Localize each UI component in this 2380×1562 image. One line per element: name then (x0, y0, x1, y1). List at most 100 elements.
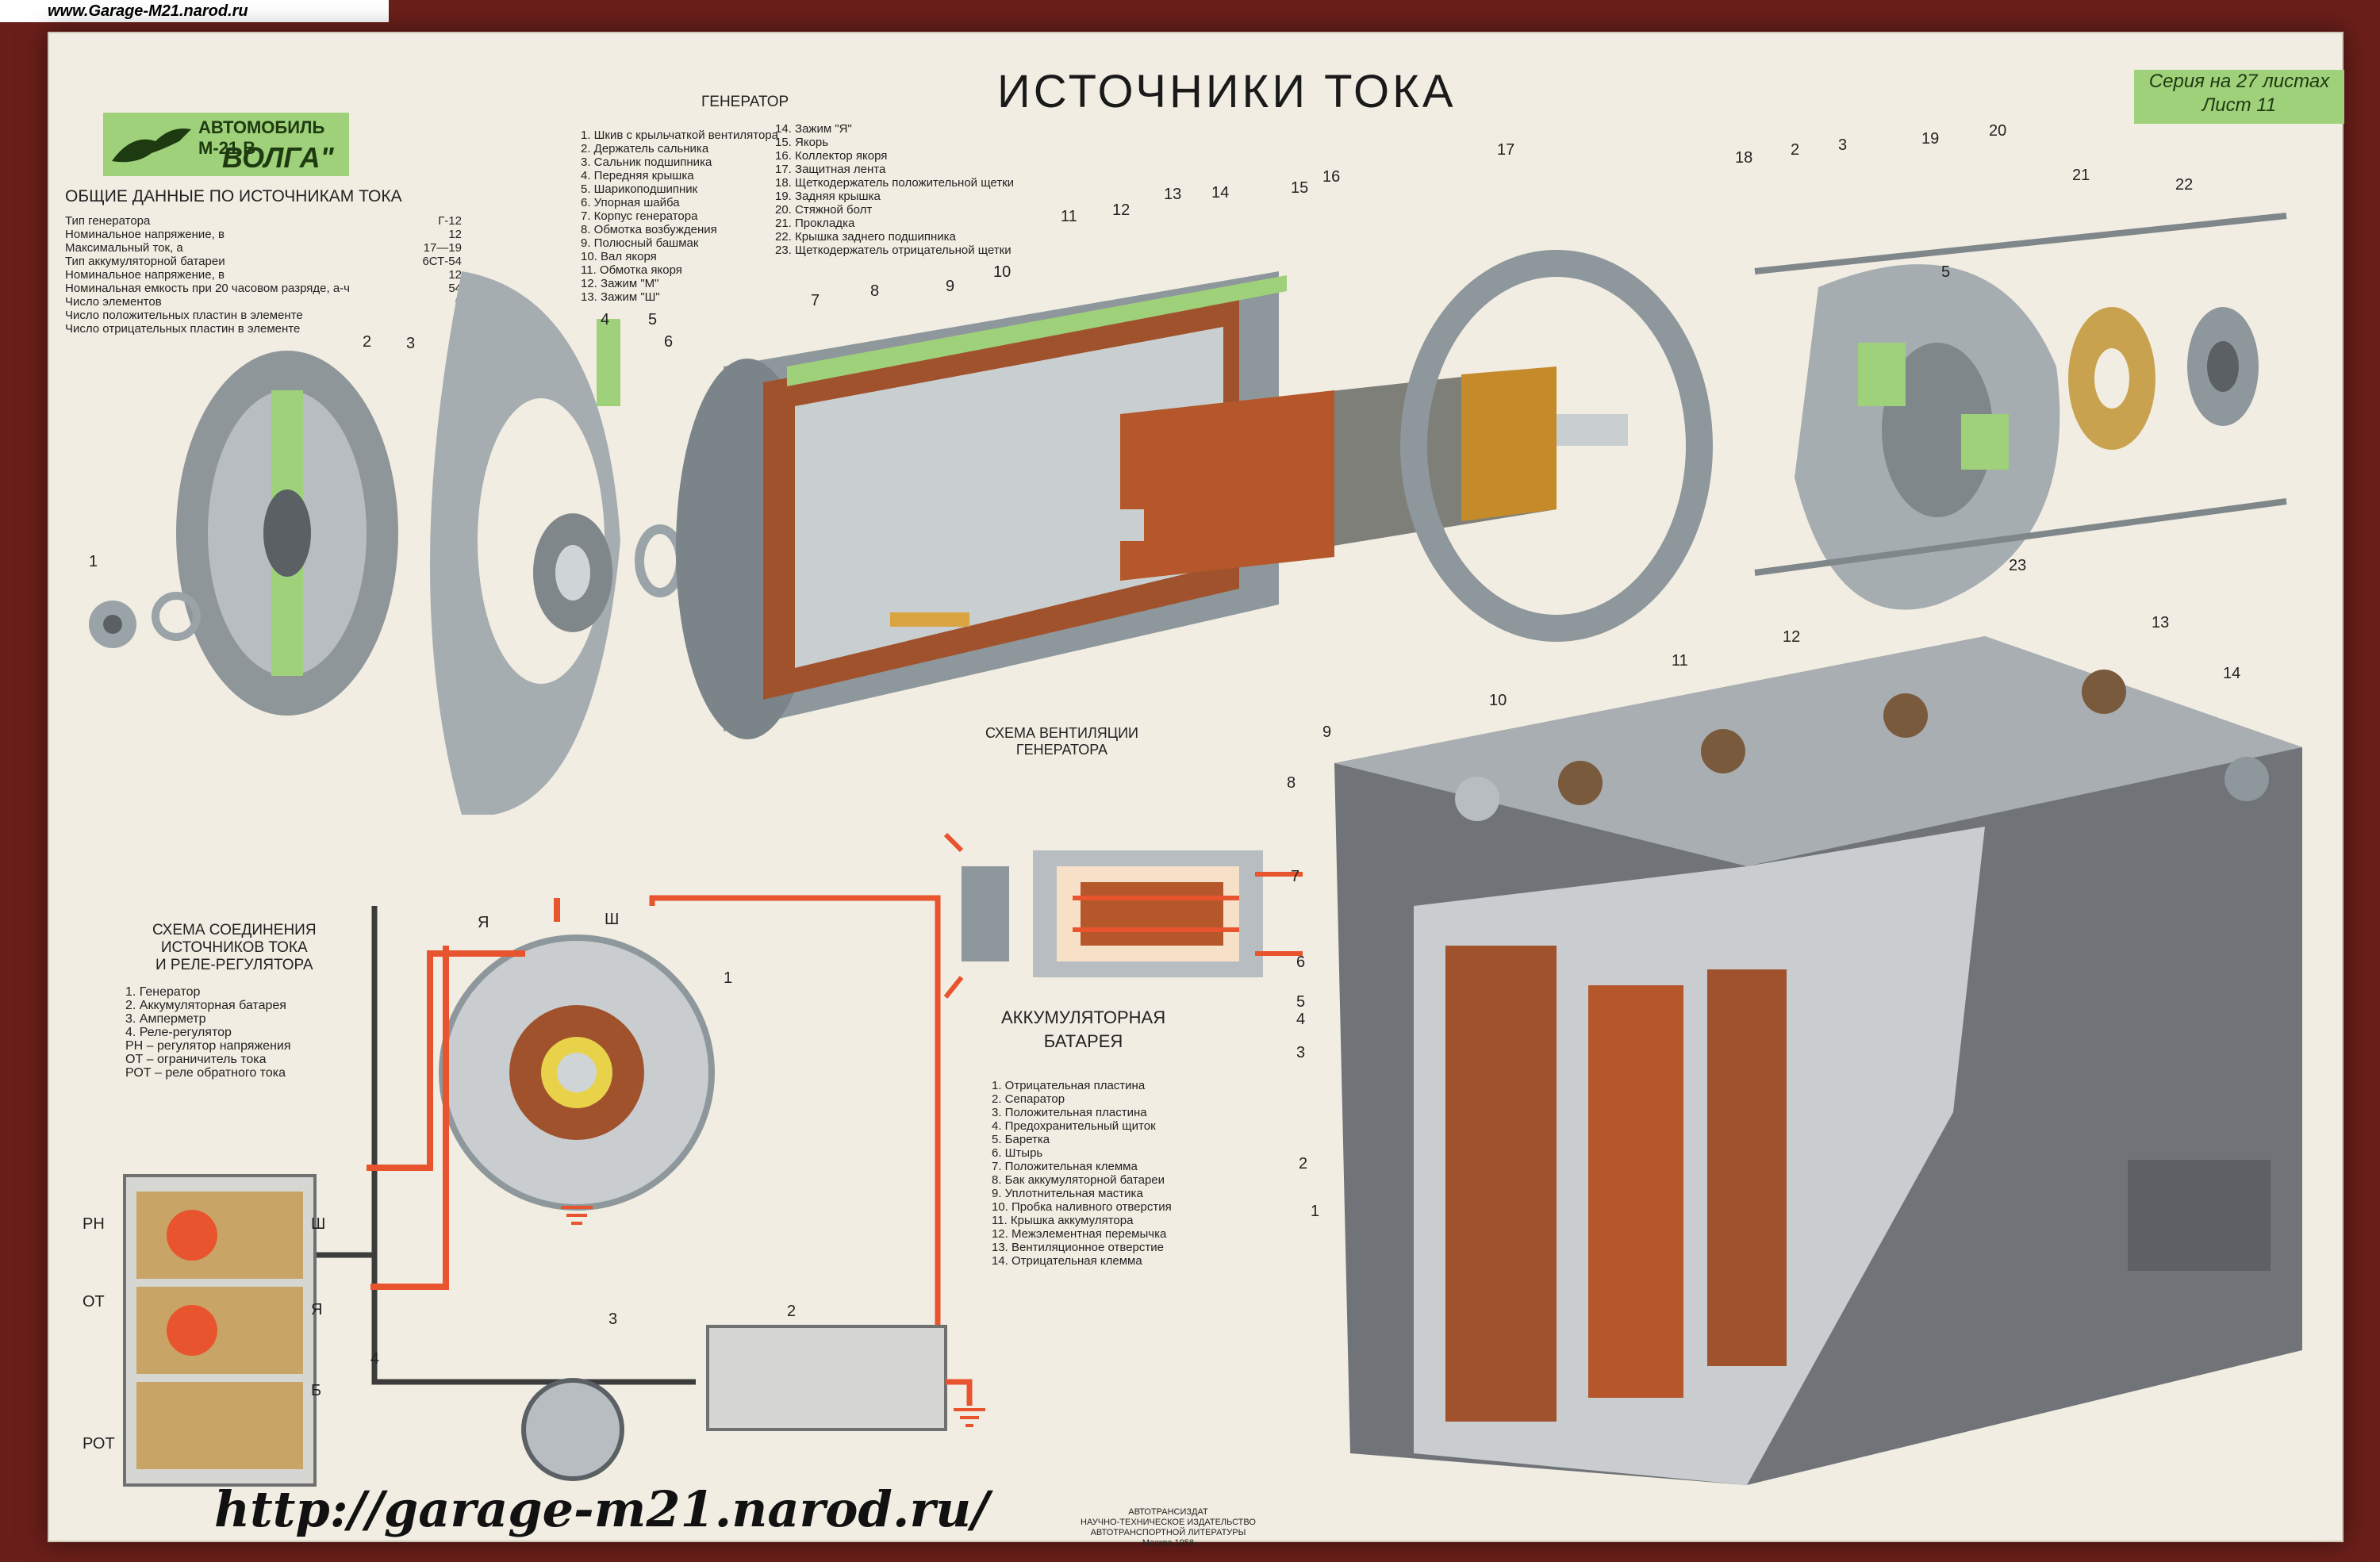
list-item: 5. Шарикоподшипник (581, 182, 698, 196)
list-item: 12. Межэлементная перемычка (992, 1227, 1167, 1241)
callout-number: 5 (1296, 993, 1306, 1011)
list-item: 3. Положительная пластина (992, 1106, 1147, 1119)
callout-number: 13 (1164, 186, 1182, 203)
callout-number: 12 (1783, 628, 1801, 646)
list-item: 22. Крышка заднего подшипника (775, 230, 956, 244)
list-item: 21. Прокладка (775, 217, 855, 230)
callout-number: РОТ (83, 1435, 115, 1453)
volga-logo: АВТОМОБИЛЬ М-21 В ВОЛГА" (103, 113, 349, 176)
list-item: 4. Реле-регулятор (125, 1026, 232, 1039)
callout-number: РН (83, 1215, 105, 1233)
ventilation-heading-line-1: СХЕМА ВЕНТИЛЯЦИИ (985, 725, 1138, 741)
list-item: РОТ – реле обратного тока (125, 1066, 286, 1080)
callout-number: 21 (2072, 167, 2090, 184)
list-item: 10. Пробка наливного отверстия (992, 1200, 1172, 1214)
callout-number: 19 (1921, 130, 1940, 148)
callout-number: 6 (664, 333, 674, 351)
list-item: 4. Предохранительный щиток (992, 1119, 1156, 1133)
list-item: 11. Крышка аккумулятора (992, 1214, 1134, 1227)
wiring-heading-line-1: СХЕМА СОЕДИНЕНИЯ (152, 922, 317, 938)
callout-number: 9 (946, 278, 955, 295)
generator-housing-drawing (676, 271, 1287, 739)
washer-drawing (635, 524, 685, 597)
callout-number: 6 (1296, 954, 1306, 971)
tie-bolt-lower-drawing (1754, 498, 2287, 576)
publisher-line-2: НАУЧНО-ТЕХНИЧЕСКОЕ ИЗДАТЕЛЬСТВО (1081, 1518, 1256, 1527)
list-item: 6. Упорная шайба (581, 196, 680, 209)
data-row-label: Число отрицательных пластин в элементе (65, 322, 301, 336)
list-item: 10. Вал якоря (581, 250, 657, 263)
deer-emblem-icon (112, 129, 191, 163)
callout-number: 2 (787, 1303, 797, 1320)
list-item: РН – регулятор напряжения (125, 1039, 291, 1053)
list-item: 2. Сепаратор (992, 1092, 1065, 1106)
list-item: 12. Зажим "М" (581, 277, 659, 290)
publisher-line-4: Москва 1958 (1142, 1538, 1195, 1548)
callout-number: 20 (1989, 122, 2007, 140)
list-item: 8. Обмотка возбуждения (581, 223, 717, 236)
list-item: 13. Вентиляционное отверстие (992, 1241, 1164, 1254)
front-cover-drawing (430, 271, 620, 815)
watermark-text: www.Garage-M21.narod.ru (0, 0, 389, 22)
callout-number: 16 (1322, 168, 1341, 186)
list-item: 3. Сальник подшипника (581, 155, 712, 169)
list-item: 5. Баретка (992, 1133, 1050, 1146)
callout-number: 15 (1291, 179, 1309, 197)
callout-number: 1 (724, 969, 733, 987)
list-item: 2. Держатель сальника (581, 142, 709, 155)
list-item: 17. Защитная лента (775, 163, 886, 176)
list-item: 15. Якорь (775, 136, 829, 149)
callout-number: 3 (1838, 136, 1848, 154)
callout-number: 1 (89, 553, 98, 570)
list-item: 7. Положительная клемма (992, 1160, 1138, 1173)
callout-number: 23 (2009, 557, 2027, 574)
series-badge: Серия на 27 листах Лист 11 (2134, 70, 2344, 124)
pulley-drawing (176, 351, 398, 716)
callout-number: Ш (311, 1215, 326, 1233)
callout-number: 3 (406, 335, 416, 352)
ventilation-heading: СХЕМА ВЕНТИЛЯЦИИ ГЕНЕРАТОРА (985, 725, 1138, 758)
generator-heading: ГЕНЕРАТОР (701, 94, 789, 110)
data-row-label: Число положительных пластин в элементе (65, 309, 303, 322)
callout-number: 10 (993, 263, 1012, 281)
list-item: 3. Амперметр (125, 1012, 206, 1026)
list-item: 8. Бак аккумуляторной батареи (992, 1173, 1165, 1187)
armature-drawing (874, 367, 1628, 581)
data-row-value: Г-12 (438, 214, 462, 228)
list-item: 9. Уплотнительная мастика (992, 1187, 1143, 1200)
publisher-block: АВТОТРАНСИЗДАТ НАУЧНО-ТЕХНИЧЕСКОЕ ИЗДАТЕ… (1081, 1507, 1256, 1549)
list-item: 1. Шкив с крыльчаткой вентилятора (581, 129, 779, 142)
callout-number: 1 (1311, 1203, 1320, 1220)
callout-number: 4 (370, 1350, 380, 1368)
bearing-cap-drawing (2187, 307, 2259, 426)
list-item: 20. Стяжной болт (775, 203, 873, 217)
battery-heading-line-1: АККУМУЛЯТОРНАЯ (1001, 1007, 1166, 1027)
battery-drawing (1334, 636, 2302, 1485)
callout-number: 3 (1296, 1044, 1306, 1061)
callout-number: 7 (1291, 868, 1300, 885)
callout-number: 8 (1287, 774, 1296, 792)
series-line-2: Лист 11 (2202, 94, 2277, 116)
callout-number: 22 (2175, 176, 2194, 194)
callout-number: ОТ (83, 1293, 105, 1311)
callout-number: 13 (2152, 614, 2170, 631)
list-item: 9. Полюсный башмак (581, 236, 699, 250)
publisher-line-1: АВТОТРАНСИЗДАТ (1128, 1507, 1208, 1517)
list-item: 4. Передняя крышка (581, 169, 694, 182)
callout-number: 14 (2223, 665, 2241, 682)
callout-number: 10 (1489, 692, 1507, 709)
callout-number: Б (311, 1382, 322, 1399)
data-row-label: Номинальное напряжение, в (65, 228, 225, 241)
callout-number: 18 (1735, 149, 1753, 167)
general-data-heading: ОБЩИЕ ДАННЫЕ ПО ИСТОЧНИКАМ ТОКА (65, 187, 402, 205)
list-item: 1. Генератор (125, 985, 201, 999)
list-item: 23. Щеткодержатель отрицательной щетки (775, 244, 1012, 257)
